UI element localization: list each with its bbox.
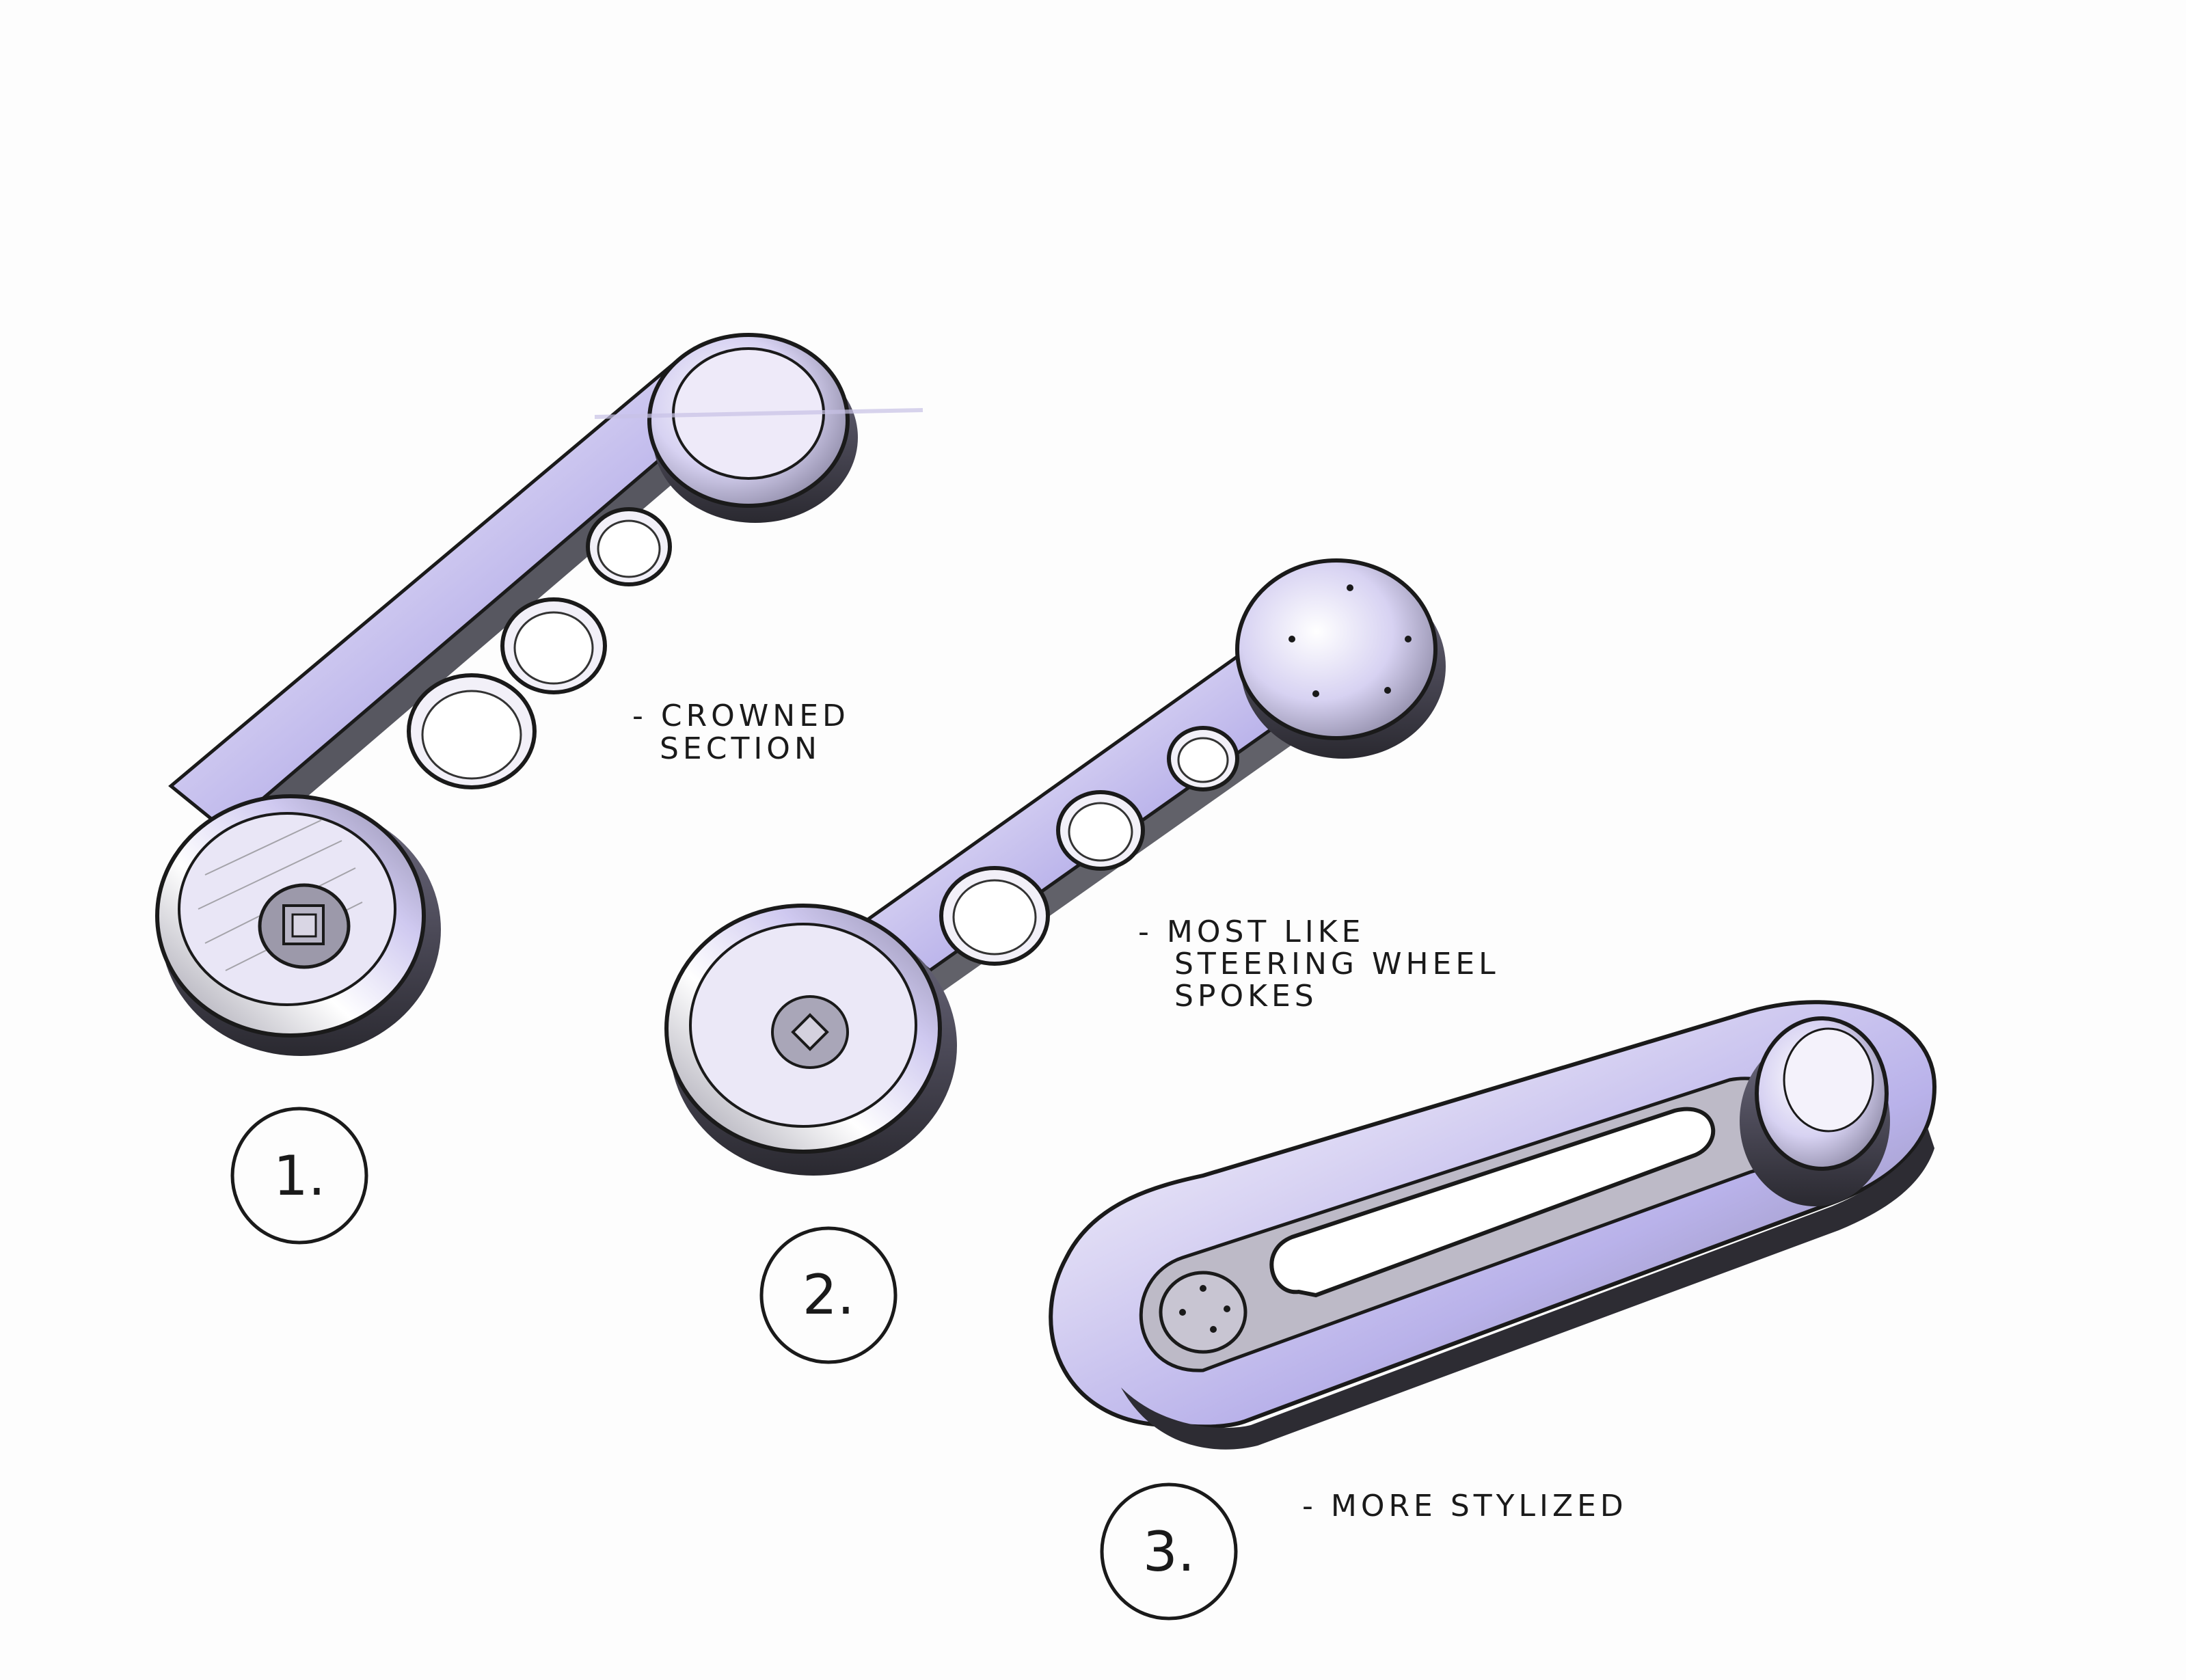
note-sketch-2-line-3: SPOKES — [1174, 979, 1318, 1014]
note-sketch-1-line-1: - CROWNED — [632, 699, 850, 733]
crank-3-slot — [1269, 1107, 1715, 1298]
sketch-number-3: 3. — [1100, 1482, 1238, 1621]
sketch-number-2-label: 2. — [802, 1263, 854, 1327]
crank-sketch-2 — [664, 558, 1446, 1176]
note-sketch-1-line-2: SECTION — [660, 731, 821, 766]
crank-1-hub — [155, 794, 441, 1056]
sketch-number-3-label: 3. — [1143, 1520, 1195, 1584]
note-sketch-2-line-1: - MOST LIKE — [1138, 914, 1364, 949]
crank-1-knob — [594, 333, 923, 523]
note-sketch-2-line-2: STEERING WHEEL — [1174, 947, 1500, 981]
sketch-number-1-label: 1. — [273, 1144, 325, 1208]
sketch-number-2: 2. — [759, 1226, 898, 1364]
sketch-number-1: 1. — [230, 1107, 368, 1245]
crank-3-hub — [1159, 1271, 1247, 1354]
crank-2-knob — [1235, 558, 1446, 759]
note-sketch-3: - MORE STYLIZED — [1302, 1489, 1628, 1523]
crank-3-knob — [1740, 1016, 1890, 1206]
note-sketch-2: - MOST LIKE STEERING WHEEL SPOKES — [1138, 914, 1500, 1014]
crank-2-holes — [939, 726, 1239, 966]
crank-sketch-1 — [155, 333, 923, 1056]
crank-sketch-3 — [1049, 1000, 1937, 1450]
note-sketch-1: - CROWNED SECTION — [632, 699, 850, 766]
note-sketch-3-line-1: - MORE STYLIZED — [1302, 1489, 1628, 1523]
crank-1-holes — [407, 507, 672, 789]
crank-2-hub — [664, 904, 957, 1176]
